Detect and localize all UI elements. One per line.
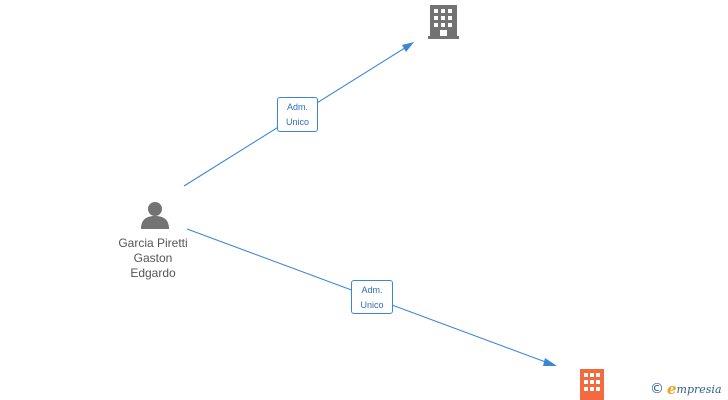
- arrowhead-icon: [402, 42, 414, 52]
- person-name-line: Gaston: [133, 251, 173, 265]
- person-name-line: Garcia Piretti: [118, 236, 188, 250]
- brand-logo-text: mpresia: [676, 383, 722, 396]
- arrowhead-icon: [543, 358, 557, 366]
- person-name-line: Edgardo: [130, 266, 176, 280]
- edge-label-line: Unico: [285, 117, 309, 127]
- edge-label-line: Unico: [360, 300, 384, 310]
- edge-label-line: Adm.: [361, 285, 383, 295]
- copyright-icon: ©: [650, 381, 664, 397]
- edge-label-2: Adm. Unico: [351, 280, 393, 314]
- brand-logo-initial: e: [667, 380, 677, 398]
- building-icon[interactable]: [580, 369, 604, 400]
- edge-label-line: Adm.: [286, 102, 308, 112]
- edge-label-1: Adm. Unico: [277, 97, 318, 132]
- person-icon[interactable]: [141, 202, 169, 229]
- person-name[interactable]: Garcia Piretti Gaston Edgardo: [103, 236, 203, 281]
- empresia-watermark: ©empresia: [650, 380, 722, 398]
- building-icon[interactable]: [428, 5, 459, 39]
